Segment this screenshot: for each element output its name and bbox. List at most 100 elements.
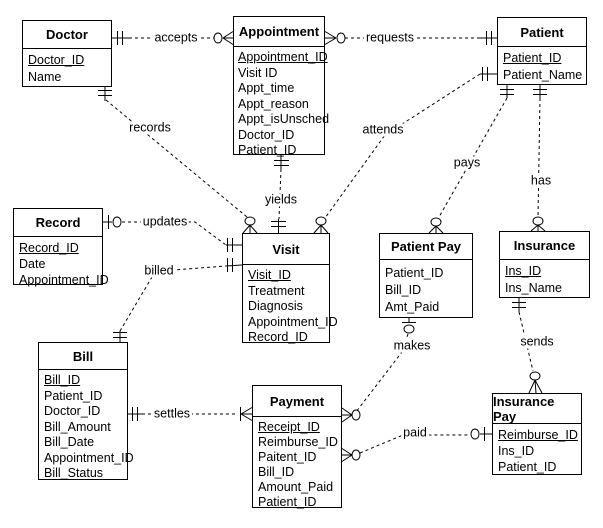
cardinality-one-bar-glyph: [480, 427, 492, 441]
cardinality-one-glyph: [226, 238, 242, 252]
entity-record: Record Record_ID Date Appointment_ID: [13, 208, 109, 287]
entity-attribute: Patient_ID: [238, 143, 297, 157]
entity-title: Doctor: [23, 21, 111, 49]
entity-attribute: Patient_ID: [503, 51, 562, 65]
relationship-sends: [512, 298, 543, 394]
entity-title: Patient Pay: [380, 234, 472, 260]
cardinality-one-glyph: [112, 31, 129, 45]
entity-attribute: Ins_ID: [498, 444, 535, 458]
cardinality-one-glyph: [271, 219, 286, 233]
entity-attribute: Visit_ID: [248, 268, 291, 282]
entity-attribute: Doctor_ID: [44, 404, 101, 418]
cardinality-one-glyph: [480, 67, 497, 81]
cardinality-one-glyph: [225, 258, 243, 272]
entity-attribute: Bill_ID: [44, 373, 81, 387]
zero-circle-glyph: [112, 216, 122, 228]
entity-attribute: Name: [28, 70, 62, 84]
relationship-line: [324, 73, 481, 219]
entity-attribute: Ins_Name: [505, 281, 562, 295]
entity-title: Patient: [498, 18, 586, 47]
entity-bill: Bill Bill_ID Patient_ID Doctor_ID Bill_A…: [38, 342, 134, 480]
entity-attribute: Appt_reason: [238, 96, 309, 111]
entity-attribute: Reimburse_ID: [498, 428, 578, 442]
relationship-line: [359, 434, 470, 454]
entity-title: Visit: [243, 234, 329, 265]
zero-circle-glyph: [529, 371, 541, 381]
relationship-attends: [313, 67, 497, 234]
entity-attribute: Patient_ID: [498, 460, 557, 474]
entity-title: Appointment: [234, 17, 324, 47]
entity-visit: Visit Visit_ID Treatment Diagnosis Appoi…: [242, 233, 338, 344]
relationship-label-updates: updates: [140, 214, 190, 229]
entity-attribute: Receipt_ID: [258, 420, 320, 434]
relationship-label-makes: makes: [391, 338, 433, 353]
crow-foot-glyph: [242, 224, 258, 234]
relationship-paid: [341, 427, 492, 462]
zero-circle-glyph: [532, 216, 544, 226]
entity-attribute: Doctor_ID: [238, 127, 295, 142]
entity-attribute: Bill_Amount: [44, 419, 111, 434]
entity-attribute: Appointment_ID: [19, 273, 109, 287]
entity-attribute: Appointment_ID: [248, 314, 338, 329]
relationship-billed: [113, 258, 243, 342]
relationship-label-records: records: [127, 120, 173, 135]
zero-circle-glyph: [351, 409, 361, 421]
crow-foot-glyph: [324, 31, 337, 45]
entity-attribute: Amt_Paid: [385, 300, 440, 314]
entity-attribute: Reimburse_ID: [258, 435, 338, 449]
entity-insurance-pay: Insurance Pay Reimburse_ID Ins_ID Patien…: [492, 393, 582, 475]
crow-foot-glyph: [222, 31, 234, 45]
entity-attribute: Appt_isUnsched: [238, 112, 330, 126]
entity-doctor: Doctor Doctor_ID Name: [22, 20, 112, 87]
relationship-label-has: has: [528, 173, 554, 188]
relationship-label-requests: requests: [364, 30, 416, 45]
cardinality-one-glyph: [500, 85, 514, 98]
entity-patient: Patient Patient_ID Patient_Name: [497, 17, 587, 85]
cardinality-one-glyph: [274, 155, 289, 169]
entity-attribute: Date: [19, 257, 46, 271]
entity-title: Insurance: [500, 232, 589, 260]
entity-attribute: Bill_Status: [44, 466, 104, 480]
zero-circle-glyph: [351, 449, 361, 461]
entity-title: Payment: [253, 386, 341, 417]
entity-attribute: Visit ID: [238, 65, 278, 80]
zero-circle-glyph: [213, 32, 223, 44]
zero-circle-glyph: [336, 32, 346, 44]
relationship-label-yields: yields: [263, 192, 299, 207]
entity-attribute: Record_ID: [19, 241, 79, 255]
entity-attribute: Patient_Name: [503, 68, 583, 82]
zero-circle-glyph: [315, 216, 327, 226]
entity-title: Record: [14, 209, 102, 237]
cardinality-one-glyph: [128, 407, 142, 421]
relationship-label-settles: settles: [151, 406, 193, 421]
relationship-makes: [341, 318, 416, 423]
relationship-line: [537, 97, 541, 218]
entity-attribute: Patient_ID: [385, 266, 444, 280]
crow-foot-glyph: [341, 448, 353, 462]
relationship-has: [530, 85, 547, 232]
entity-attribute: Diagnosis: [248, 299, 303, 313]
relationship-label-sends: sends: [518, 334, 556, 349]
entity-appointment: Appointment Appointment_ID Visit ID Appt…: [233, 16, 330, 157]
crow-foot-glyph: [313, 224, 329, 234]
cardinality-one-glyph: [533, 85, 547, 98]
cardinality-one-glyph: [98, 87, 112, 101]
entity-attribute: Bill_ID: [258, 465, 295, 479]
relationship-records: [98, 87, 258, 234]
entity-attribute: Amount_Paid: [258, 480, 334, 494]
crow-foot-glyph: [528, 379, 543, 394]
entity-attribute: Patient_ID: [44, 388, 103, 403]
relationship-line: [105, 99, 248, 218]
entity-attribute: Appointment_ID: [44, 450, 134, 465]
entity-attribute: Appt_time: [238, 81, 295, 95]
zero-circle-glyph: [403, 324, 415, 334]
entity-attribute: Bill_ID: [385, 283, 422, 297]
zero-circle-glyph: [430, 217, 442, 227]
entity-attribute: Appointment_ID: [238, 50, 328, 64]
relationship-label-paid: paid: [401, 425, 429, 440]
entity-attribute: Ins_ID: [505, 264, 542, 278]
cardinality-one-glyph: [113, 331, 127, 342]
relationship-label-attends: attends: [360, 122, 406, 137]
cardinality-one-glyph: [480, 31, 497, 45]
